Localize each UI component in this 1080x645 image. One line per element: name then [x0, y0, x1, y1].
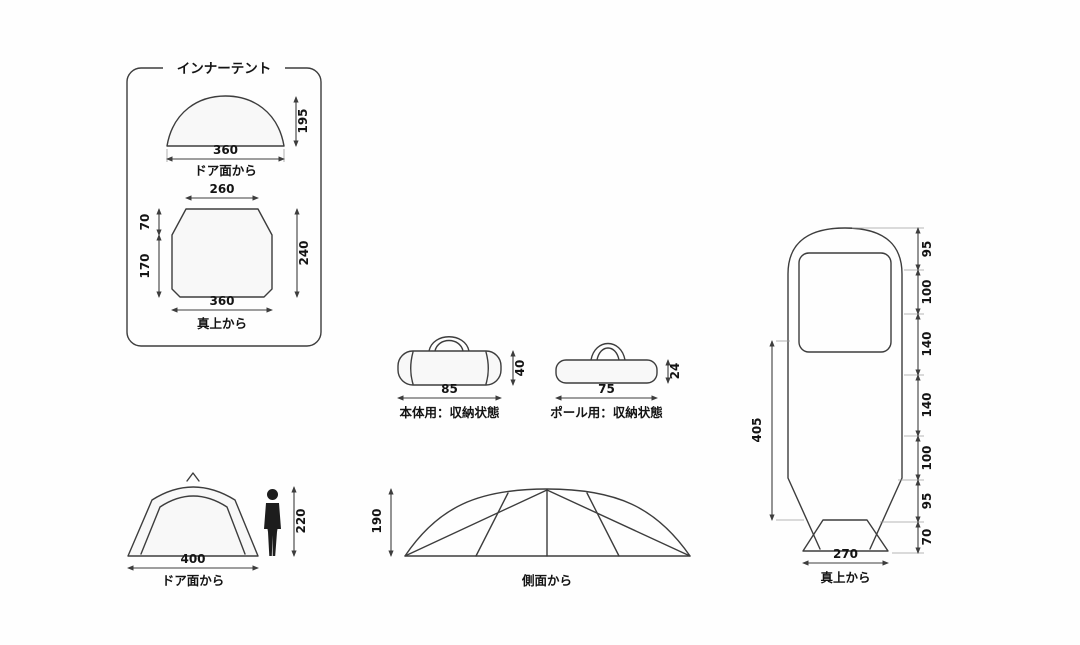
dim-top-segment-5: 100 [920, 445, 934, 470]
inner-tent-title: インナーテント [177, 61, 272, 77]
inner-top-caption: 真上から [197, 316, 247, 331]
bag-handle-inner [596, 347, 620, 361]
inner-tent-front-outline [166, 95, 285, 147]
tent-side-caption: 側面から [521, 573, 572, 588]
dim-top-segment-7: 70 [920, 529, 934, 546]
pole-line [404, 489, 548, 557]
person-silhouette-body [264, 503, 281, 556]
pole-line [475, 492, 509, 557]
dim-inner-front-height: 195 [296, 108, 310, 133]
dim-inner-top-lowerleft: 170 [138, 253, 152, 278]
body-bag-caption: 本体用：収納状態 [399, 405, 500, 420]
tent-side-outline [404, 488, 691, 557]
bag-handle-outer [590, 343, 626, 361]
tent-front-outline [127, 486, 259, 557]
dim-top-segment-4: 140 [920, 392, 934, 417]
dim-inner-top-bottomwidth: 360 [209, 294, 234, 308]
tent-front-caption: ドア面から [162, 573, 225, 588]
dim-body-bag-height: 40 [513, 360, 527, 377]
tent-top-caption: 真上から [820, 570, 870, 585]
pole-bag: 24 75 ポール用：収納状態 [550, 343, 682, 420]
dim-tent-top-bottomwidth: 270 [833, 547, 858, 561]
inner-tent-top-outline [171, 208, 273, 298]
outer-tent-side-view: 190 側面から [370, 488, 691, 588]
dim-top-segment-3: 140 [920, 331, 934, 356]
pole-bag-caption: ポール用：収納状態 [550, 405, 663, 420]
inner-front-caption: ドア面から [194, 163, 257, 178]
dim-inner-top-topwidth: 260 [209, 182, 234, 196]
dim-inner-top-upperleft: 70 [138, 214, 152, 231]
dim-top-segment-6: 95 [920, 493, 934, 510]
dim-inner-front-width: 360 [213, 143, 238, 157]
outer-tent-front-view: 220 400 ドア面から [127, 472, 308, 588]
dim-pole-bag-height: 24 [668, 363, 682, 380]
dim-inner-top-right: 240 [297, 240, 311, 265]
tent-peak-vent [186, 472, 200, 482]
person-silhouette-head [267, 489, 278, 500]
tent-front-door [140, 495, 246, 555]
pole-bag-outline [555, 359, 658, 384]
bag-seam-right [485, 351, 489, 385]
outer-tent-top-view: 405 95 100 140 140 100 95 70 270 真上から [750, 227, 934, 585]
bag-handle-outer [428, 336, 470, 352]
dim-body-bag-width: 85 [441, 382, 458, 396]
inner-tent-panel: インナーテント 195 360 ドア面から 260 70 170 240 360… [126, 60, 322, 347]
dim-tent-top-length: 405 [750, 417, 764, 442]
body-bag-outline [397, 350, 502, 386]
dim-tent-front-width: 400 [180, 552, 205, 566]
body-bag: 40 85 本体用：収納状態 [397, 336, 527, 420]
storage-bags: 40 85 本体用：収納状態 24 75 ポール用：収納状態 [397, 336, 682, 420]
bag-seam-left [410, 351, 414, 385]
tent-top-roof-panel [798, 252, 892, 353]
dim-tent-side-height: 190 [370, 508, 384, 533]
tent-top-outline [787, 227, 903, 550]
tent-top-entry-flap [802, 519, 889, 552]
inner-tent-front-view: 195 360 ドア面から [166, 95, 310, 178]
pole-line [546, 489, 691, 557]
pole-line [586, 492, 620, 557]
inner-tent-top-view: 260 70 170 240 360 真上から [138, 182, 311, 331]
dim-pole-bag-width: 75 [598, 382, 615, 396]
bag-handle-inner [434, 339, 464, 352]
dim-top-segment-2: 100 [920, 279, 934, 304]
dim-tent-front-height: 220 [294, 508, 308, 533]
dim-top-segment-1: 95 [920, 241, 934, 258]
inner-tent-title-mask [163, 60, 285, 77]
